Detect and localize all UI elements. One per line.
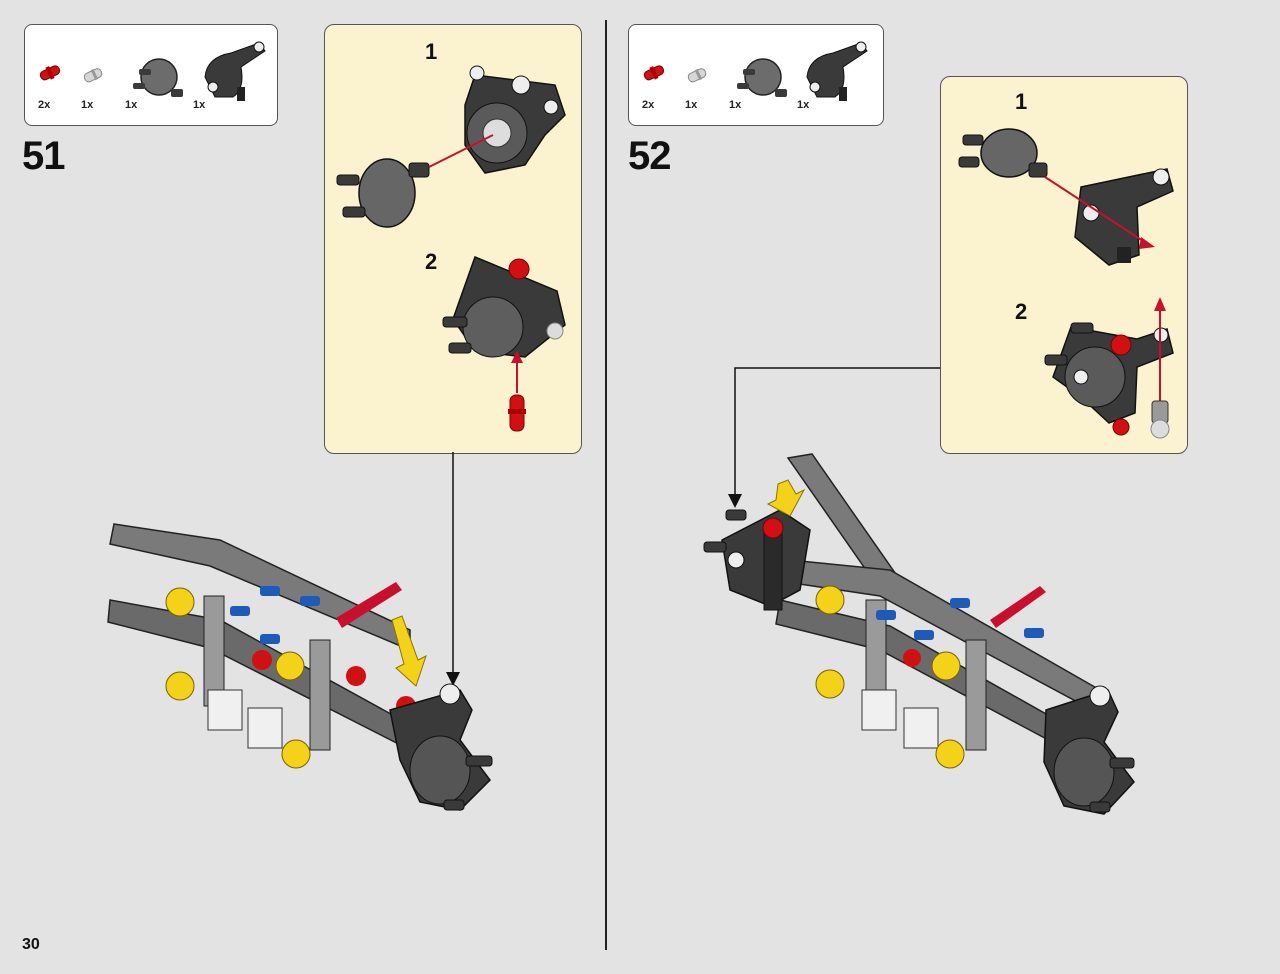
part-qty: 2x [38, 99, 51, 111]
hub-drive-icon [133, 58, 183, 97]
page-divider [605, 20, 607, 950]
steering-knuckle-icon [204, 41, 266, 101]
steering-knuckle-icon [806, 41, 868, 101]
insertion-arrow-icon [391, 615, 427, 687]
substep-callout-step-51: 1 2 [324, 24, 582, 454]
substep-number: 1 [1015, 89, 1028, 114]
red-connector-pin-icon [508, 394, 526, 432]
model-assembly-step-52 [703, 453, 1135, 815]
hub-drive-icon [958, 128, 1048, 178]
hub-knuckle-assembly-icon [442, 256, 566, 358]
substep-number: 1 [425, 39, 438, 64]
step-number: 51 [22, 134, 65, 178]
part-qty: 1x [81, 99, 94, 111]
red-connector-pin-icon [39, 65, 61, 81]
hub-drive-icon [737, 58, 787, 97]
part-qty: 1x [797, 99, 810, 111]
substep-illustrations [958, 128, 1174, 439]
part-qty: 1x [729, 99, 742, 111]
steering-knuckle-icon [464, 65, 566, 174]
parts-list-step-52: 2x 1x 1x 1x [628, 24, 884, 126]
red-connector-pin-icon [643, 65, 665, 81]
grey-axle-pin-icon [687, 68, 707, 83]
substep-number: 2 [425, 249, 438, 274]
hub-drive-icon [336, 158, 430, 228]
parts-icons [643, 41, 868, 101]
parts-icons [39, 41, 266, 101]
page-number: 30 [22, 936, 40, 953]
assembly-arrow [428, 134, 494, 168]
substep-callout-step-52: 1 2 [940, 76, 1188, 454]
parts-list-step-51: 2x 1x 1x 1x [24, 24, 278, 126]
model-assembly-step-51 [107, 523, 493, 811]
assembly-arrow [1044, 176, 1150, 246]
yellow-shock-absorber [815, 585, 965, 769]
substep-number: 2 [1015, 299, 1028, 324]
part-qty: 1x [685, 99, 698, 111]
part-qty: 1x [193, 99, 206, 111]
insertion-arrow-icon [766, 479, 806, 517]
yellow-shock-absorber [165, 587, 311, 769]
grey-axle-pin-icon [83, 68, 103, 83]
substep-illustrations [336, 65, 566, 432]
step-number: 52 [628, 134, 671, 178]
part-qty: 2x [642, 99, 655, 111]
grey-axle-pin-icon [1150, 400, 1170, 439]
part-qty: 1x [125, 99, 138, 111]
